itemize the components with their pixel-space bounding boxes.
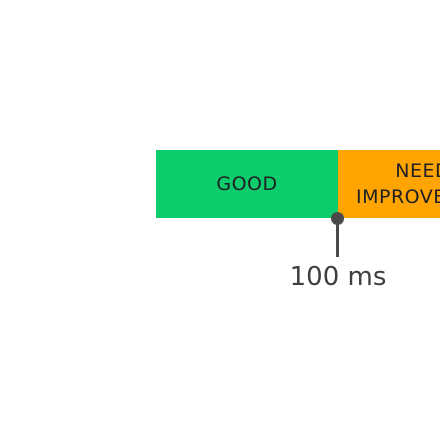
good-label: GOOD — [216, 173, 278, 195]
threshold-label: 100 ms — [289, 262, 387, 292]
needs-improvement-label-line1: NEEDS — [395, 160, 440, 182]
threshold-marker-line — [336, 219, 339, 257]
needs-improvement-segment: NEEDS IMPROVEMENT — [338, 150, 440, 218]
good-segment: GOOD — [156, 150, 338, 218]
threshold-marker-dot — [331, 212, 344, 225]
needs-improvement-label-line2: IMPROVEMENT — [356, 186, 440, 208]
